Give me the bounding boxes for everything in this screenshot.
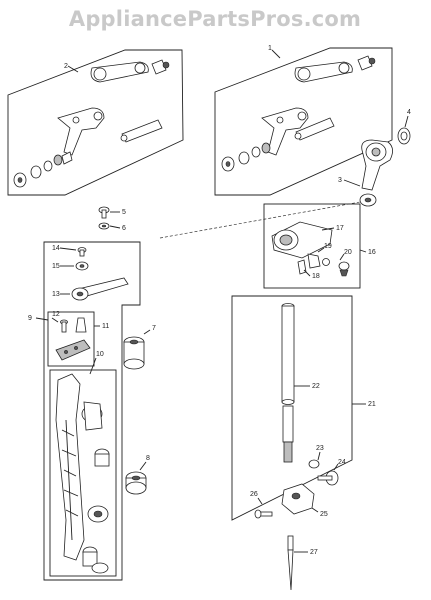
callout-16: 16 (368, 249, 376, 256)
assembly-21-box (231, 295, 353, 521)
callout-2: 2 (64, 63, 68, 70)
part-8-nut (125, 471, 147, 495)
assembly-1-box (214, 47, 393, 196)
callout-15: 15 (52, 263, 60, 270)
callout-26: 26 (250, 491, 258, 498)
part-7-bushing (123, 336, 145, 370)
callout-20: 20 (344, 249, 352, 256)
callout-19: 19 (324, 243, 332, 250)
assembly-10-box (49, 369, 117, 577)
callout-3: 3 (338, 177, 342, 184)
callout-23: 23 (316, 445, 324, 452)
part-6-washer (98, 222, 110, 230)
callout-22: 22 (312, 383, 320, 390)
assembly-9-box (43, 241, 141, 581)
callout-5: 5 (122, 209, 126, 216)
callout-24: 24 (338, 459, 346, 466)
callout-14: 14 (52, 245, 60, 252)
callout-18: 18 (312, 273, 320, 280)
callout-10: 10 (96, 351, 104, 358)
callout-17: 17 (336, 225, 344, 232)
part-3-bracket (359, 139, 393, 207)
part-5-screw (98, 206, 110, 219)
part-4-washer (397, 127, 411, 145)
callout-11: 11 (102, 323, 109, 330)
part-27-needle (287, 535, 294, 591)
callout-27: 27 (310, 549, 318, 556)
callout-8: 8 (146, 455, 150, 462)
callout-25: 25 (320, 511, 328, 518)
callout-12: 12 (52, 311, 60, 318)
callout-21: 21 (368, 401, 376, 408)
callout-6: 6 (122, 225, 126, 232)
assembly-16-box (263, 203, 361, 289)
callout-13: 13 (52, 291, 60, 298)
callout-7: 7 (152, 325, 156, 332)
callout-9: 9 (28, 315, 32, 322)
callout-1: 1 (268, 45, 272, 52)
assembly-2-box (7, 49, 184, 196)
assembly-11-box (47, 311, 95, 367)
callout-4: 4 (407, 109, 411, 116)
watermark-text: AppliancePartsPros.com (69, 7, 361, 31)
